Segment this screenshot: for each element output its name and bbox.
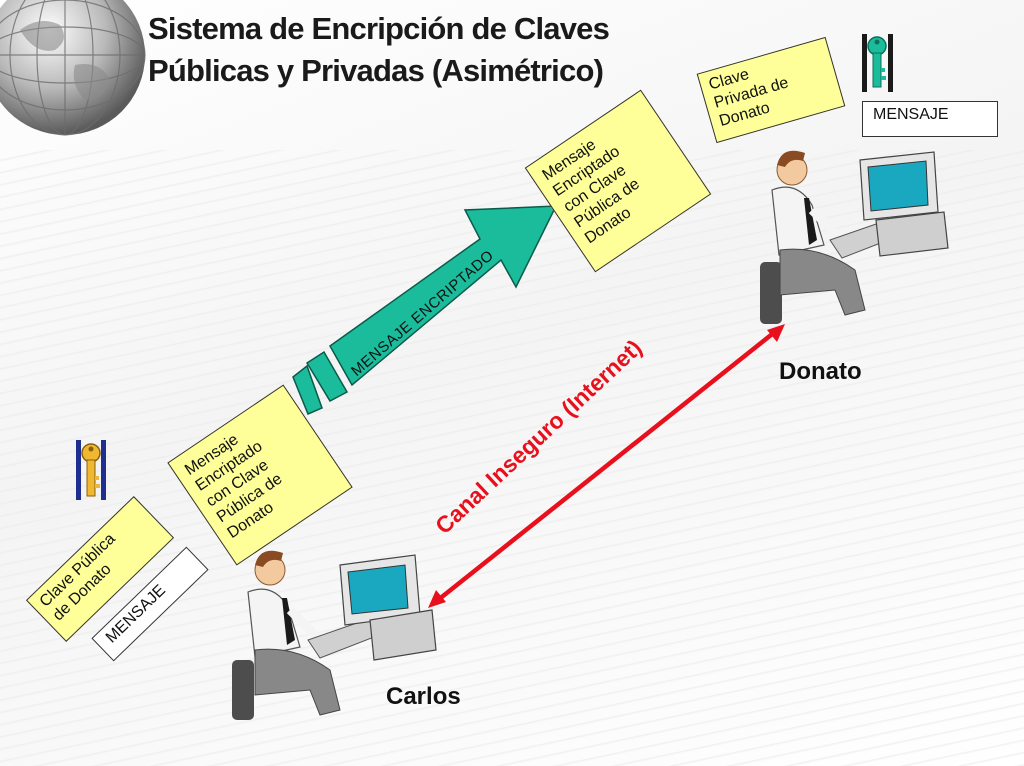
encrypted-note-right: Mensaje Encriptado con Clave Pública de … xyxy=(524,89,712,273)
computer-user-icon xyxy=(760,150,949,324)
green-key-icon xyxy=(862,34,893,92)
encrypted-note-left: Mensaje Encriptado con Clave Pública de … xyxy=(167,384,353,566)
message-card-right-text: MENSAJE xyxy=(873,106,949,123)
arrow-label: MENSAJE ENCRIPTADO xyxy=(348,246,498,380)
private-key-note-text: Clave Privada de Donato xyxy=(706,65,791,131)
title-line-2: Públicas y Privadas (Asimétrico) xyxy=(148,53,604,88)
encrypted-note-left-text: Mensaje Encriptado con Clave Pública de … xyxy=(182,431,286,542)
channel-label: Canal Inseguro (Internet) xyxy=(430,334,647,540)
title-line-1: Sistema de Encripción de Claves xyxy=(148,11,610,46)
slide-title: Sistema de Encripción de Claves Públicas… xyxy=(148,8,610,92)
label-carlos: Carlos xyxy=(386,683,461,710)
message-card-right: MENSAJE xyxy=(862,101,998,137)
channel-arrowhead-right xyxy=(767,324,785,342)
private-key-note: Clave Privada de Donato xyxy=(696,36,846,144)
encrypted-note-right-text: Mensaje Encriptado con Clave Pública de … xyxy=(539,136,643,248)
label-donato: Donato xyxy=(779,358,862,385)
arrow-tail-segment-2 xyxy=(305,350,349,402)
gold-key-icon xyxy=(76,440,106,500)
channel-arrowhead-left xyxy=(428,590,446,608)
globe-icon xyxy=(0,0,146,136)
